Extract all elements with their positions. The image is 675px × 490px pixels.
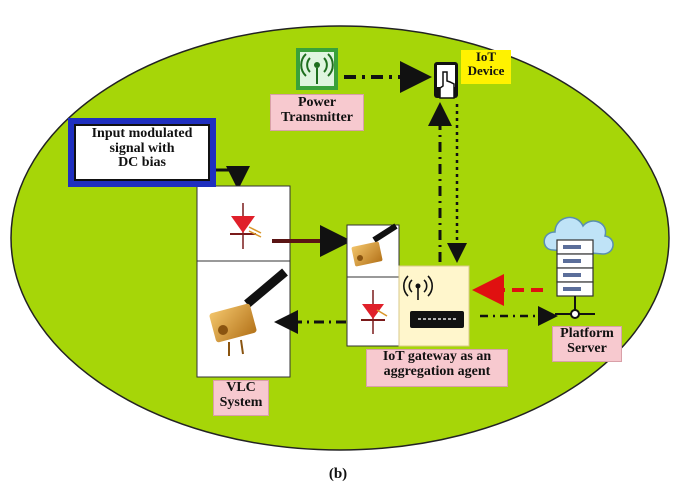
photodiode-icon <box>361 290 388 334</box>
power-transmitter-label: Power Transmitter <box>270 94 364 131</box>
iot-device-label: IoT Device <box>461 50 511 84</box>
vlc-system-label-line1: VLC <box>226 380 256 395</box>
input-signal-line2: signal with <box>109 140 175 156</box>
wifi-antenna-icon <box>296 48 338 90</box>
hand-device-icon <box>434 62 458 99</box>
led-icon <box>230 203 262 249</box>
power-transmitter-label-line1: Power <box>297 95 337 110</box>
vlc-system-label: VLC System <box>213 380 269 416</box>
input-signal-box: Input modulated signal with DC bias <box>68 118 216 187</box>
optical-device-icon <box>351 223 398 267</box>
iot-gateway-label: IoT gateway as an aggregation agent <box>366 349 508 387</box>
power-transmitter-label-line2: Transmitter <box>280 109 354 125</box>
wifi-antenna-icon <box>403 275 433 300</box>
vlc-system-label-line2: System <box>219 394 263 410</box>
arrow-input-to-vlc <box>214 166 250 190</box>
optical-device-icon <box>209 268 288 356</box>
gateway-router-icon <box>410 311 464 328</box>
cloud-server-icon <box>543 216 614 319</box>
iot-device-label-line1: IoT <box>475 49 497 64</box>
platform-server-label-line1: Platform <box>560 326 614 341</box>
platform-server-label: Platform Server <box>552 326 622 362</box>
iot-gateway-label-line1: IoT gateway as an <box>382 349 492 364</box>
iot-gateway-device <box>398 265 470 347</box>
figure-caption: (b) <box>328 466 348 482</box>
input-signal-line3: DC bias <box>118 155 166 171</box>
iot-gateway-label-line2: aggregation agent <box>383 363 491 379</box>
input-signal-line1: Input modulated <box>91 126 193 141</box>
platform-server-label-line2: Server <box>567 340 607 356</box>
iot-device-label-line2: Device <box>467 62 505 78</box>
